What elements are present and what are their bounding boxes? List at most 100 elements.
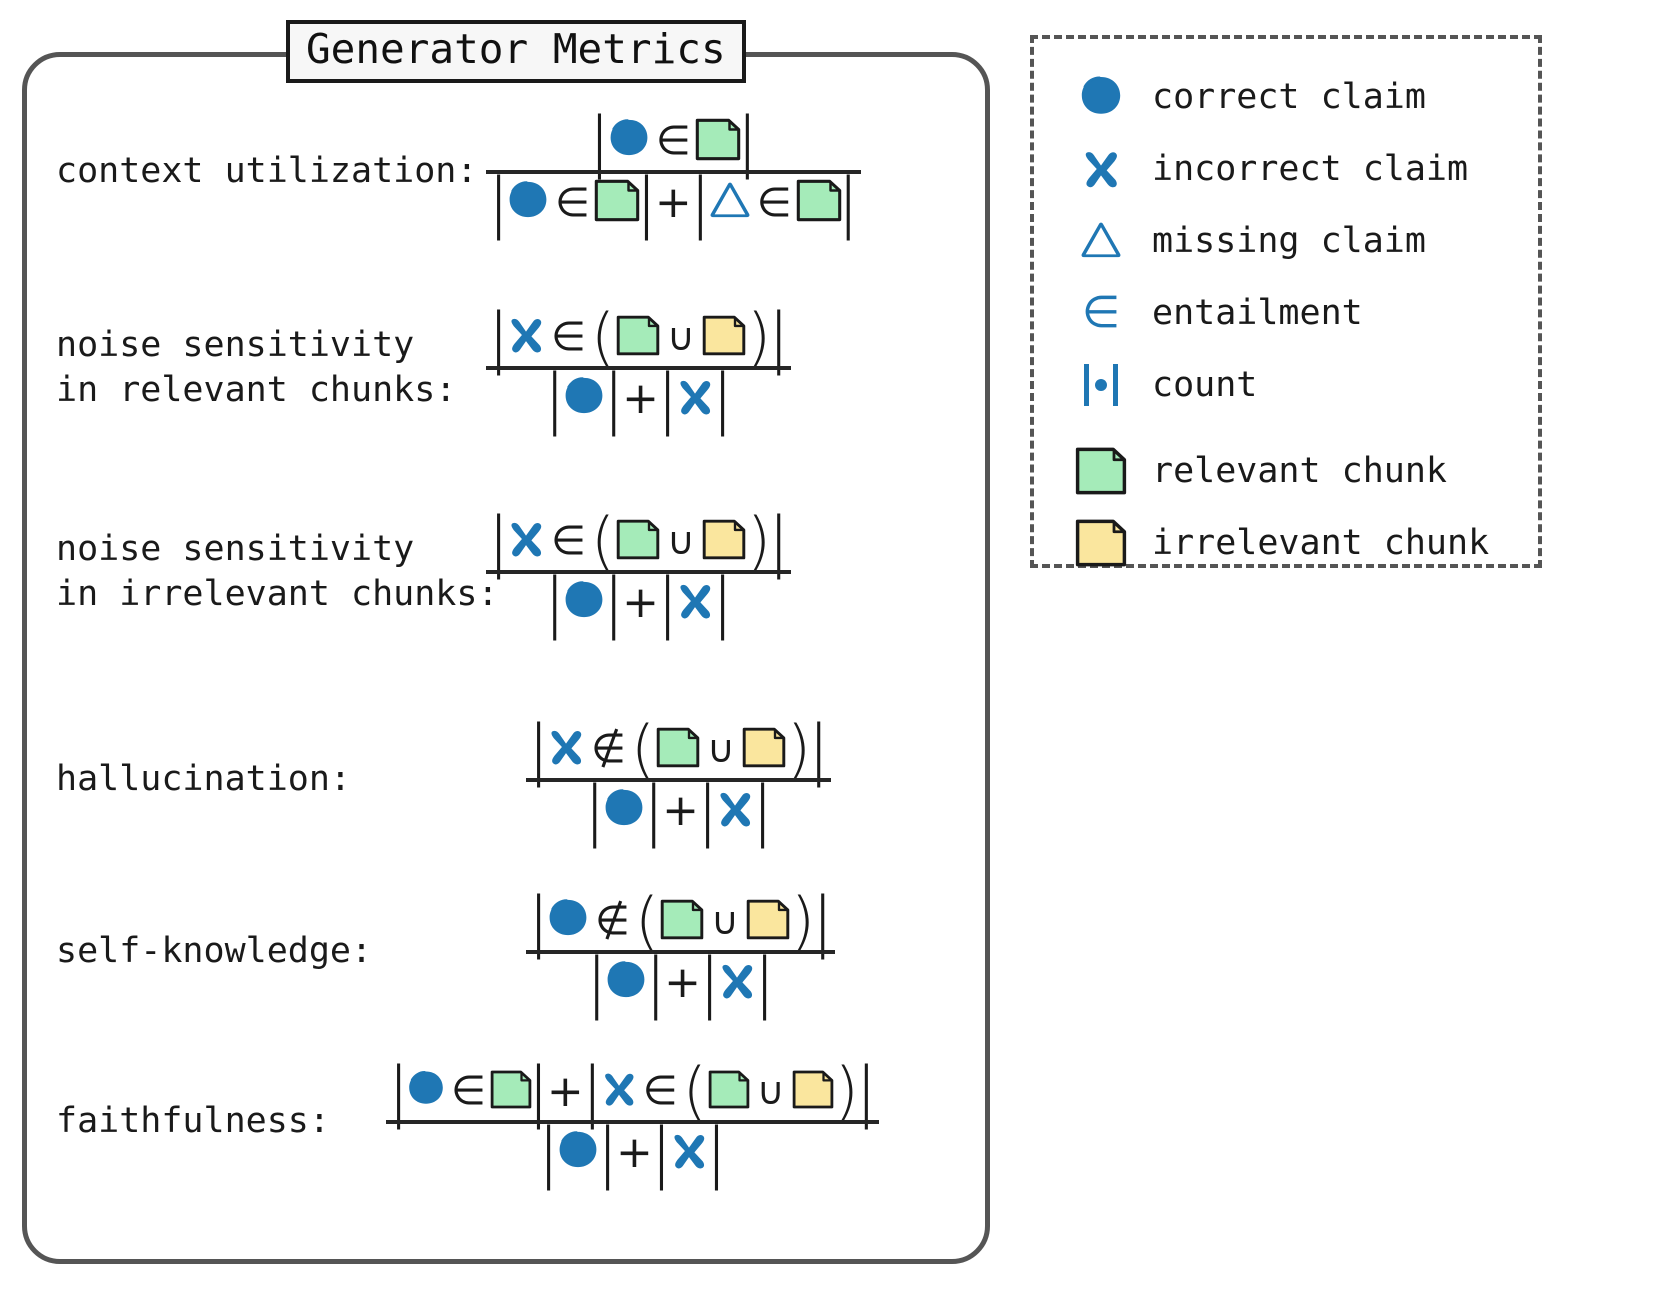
correct-claim-icon xyxy=(561,374,607,424)
incorrect-claim-icon xyxy=(716,960,758,1006)
count-bar-right: | xyxy=(736,102,759,180)
metric-label: hallucination: xyxy=(56,759,352,800)
formula-denominator: | | + | | xyxy=(542,564,735,641)
circle-icon xyxy=(1070,73,1132,121)
metric-label: faithfulness: xyxy=(56,1101,330,1142)
correct-claim-icon xyxy=(561,578,607,628)
fraction-bar xyxy=(486,366,792,370)
not-element-of-icon: ∉ xyxy=(591,726,626,773)
legend-label: incorrect claim xyxy=(1152,149,1469,189)
plus-operator: + xyxy=(546,1065,584,1117)
plus-operator: + xyxy=(662,785,699,837)
incorrect-claim-icon xyxy=(505,314,547,360)
union-operator: ∪ xyxy=(667,315,695,360)
union-operator: ∪ xyxy=(667,519,695,564)
legend-label: count xyxy=(1152,365,1258,405)
generator-metrics-panel xyxy=(22,52,990,1264)
count-bar-right: | xyxy=(836,164,860,241)
legend-item-count: count xyxy=(1070,349,1489,421)
element-of-icon: ∈ xyxy=(551,518,586,565)
formula-noise-sensitivity-irrelevant: | ∈ ( ∪ ) | | | + | xyxy=(486,502,792,641)
correct-claim-icon xyxy=(606,116,652,166)
formula-self-knowledge: | ∉ ( ∪ ) | | | + | xyxy=(526,882,836,1021)
legend-item-entailment: ∈ entailment xyxy=(1070,277,1489,349)
count-bar-right: | xyxy=(642,772,665,849)
formula-numerator: | ∈ ( ∪ ) | xyxy=(486,298,791,376)
element-of-icon: ∈ xyxy=(1081,287,1121,338)
left-paren: ( xyxy=(630,712,656,786)
metric-row-faithfulness: faithfulness: | ∈ | + | ∈ ( ∪ xyxy=(56,1042,966,1202)
element-of-icon: ∈ xyxy=(642,1068,678,1115)
relevant-chunk-icon xyxy=(656,726,700,773)
legend-item-relevant-chunk: relevant chunk xyxy=(1070,435,1489,507)
correct-claim-icon xyxy=(545,896,591,946)
count-bar-right: | xyxy=(855,1052,878,1130)
count-bar-left: | xyxy=(689,164,712,241)
incorrect-claim-icon xyxy=(674,376,716,422)
left-paren: ( xyxy=(682,1054,707,1128)
count-bar-left: | xyxy=(487,502,510,580)
count-bar-left: | xyxy=(581,1052,604,1130)
count-bar-left: | xyxy=(656,564,679,641)
right-paren: ) xyxy=(746,504,772,578)
count-bar-left: | xyxy=(537,1114,560,1191)
count-bar-left: | xyxy=(698,944,721,1021)
metric-row-context-utilization: context utilization: | ∈ | | ∈ | + | xyxy=(56,92,966,252)
union-operator: ∪ xyxy=(711,899,739,944)
legend-item-irrelevant-chunk: irrelevant chunk xyxy=(1070,507,1489,579)
count-icon xyxy=(1070,361,1132,409)
metric-row-hallucination: hallucination: | ∉ ( ∪ ) | | | xyxy=(56,700,966,860)
element-of-icon: ∈ xyxy=(655,118,691,165)
count-bar-right: | xyxy=(602,360,625,437)
legend-item-missing-claim: missing claim xyxy=(1070,205,1489,277)
count-bar-right: | xyxy=(767,502,790,580)
plus-operator: + xyxy=(615,1127,653,1179)
union-operator: ∪ xyxy=(707,727,735,772)
correct-claim-icon xyxy=(405,1068,447,1114)
relevant-chunk-icon xyxy=(708,1069,750,1114)
page-title: Generator Metrics xyxy=(286,20,746,84)
irrelevant-chunk-icon xyxy=(746,898,790,945)
formula-faithfulness: | ∈ | + | ∈ ( ∪ ) | xyxy=(386,1052,879,1191)
right-paren: ) xyxy=(834,1054,859,1128)
relevant-chunk-icon xyxy=(695,117,741,166)
metric-label-line-1: noise sensitivity xyxy=(56,324,415,365)
count-bar-right: | xyxy=(602,564,625,641)
count-bar-left: | xyxy=(487,298,510,376)
count-bar-right: | xyxy=(767,298,790,376)
metric-row-noise-sensitivity-relevant: noise sensitivity in relevant chunks: | … xyxy=(56,288,966,448)
left-paren: ( xyxy=(590,504,616,578)
right-paren: ) xyxy=(746,300,772,374)
incorrect-claim-icon xyxy=(505,518,547,564)
relevant-chunk-icon xyxy=(660,898,704,945)
metric-label: context utilization: xyxy=(56,151,478,192)
metric-label-block: noise sensitivity in relevant chunks: xyxy=(56,323,486,414)
metric-label-line-1: noise sensitivity xyxy=(56,528,415,569)
metric-row-self-knowledge: self-knowledge: | ∉ ( ∪ ) | | | xyxy=(56,872,966,1032)
metric-label-line-2: in irrelevant chunks: xyxy=(56,574,499,614)
count-bar-right: | xyxy=(705,1114,728,1191)
fraction-bar xyxy=(526,778,832,782)
count-bar-left: | xyxy=(387,1052,410,1130)
missing-claim-icon xyxy=(707,178,753,228)
count-bar-right: | xyxy=(811,882,834,960)
plus-operator: + xyxy=(622,373,659,425)
incorrect-claim-icon xyxy=(599,1069,639,1113)
legend-list: correct claim incorrect claim missing cl… xyxy=(1070,61,1489,579)
relevant-chunk-icon xyxy=(1070,446,1132,496)
count-bar-left: | xyxy=(527,882,550,960)
formula-numerator: | ∉ ( ∪ ) | xyxy=(526,712,831,786)
count-bar-right: | xyxy=(753,944,776,1021)
fraction-bar xyxy=(526,950,836,954)
count-bar-right: | xyxy=(596,1114,619,1191)
legend-item-incorrect-claim: incorrect claim xyxy=(1070,133,1489,205)
irrelevant-chunk-icon xyxy=(792,1069,834,1114)
count-bar-left: | xyxy=(585,944,608,1021)
count-bar-left: | xyxy=(583,772,606,849)
count-bar-left: | xyxy=(588,102,611,180)
metric-label-line-2: in relevant chunks: xyxy=(56,370,457,410)
count-bar-right: | xyxy=(751,772,774,849)
formula-denominator: | ∈ | + | ∈ | xyxy=(486,164,861,241)
relevant-chunk-icon xyxy=(490,1069,532,1114)
formula-hallucination: | ∉ ( ∪ ) | | | + | xyxy=(526,712,832,849)
